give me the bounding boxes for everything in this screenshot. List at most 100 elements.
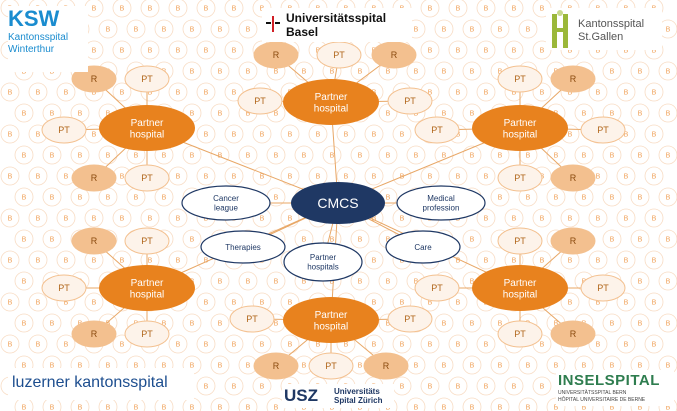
svg-text:B: B [638, 68, 643, 75]
b-node-448: B [448, 376, 468, 396]
svg-text:PT: PT [246, 314, 258, 324]
svg-text:B: B [190, 404, 195, 411]
svg-text:B: B [666, 404, 671, 411]
b-node-96: B [0, 82, 20, 102]
b-node-270: B [182, 229, 202, 249]
b-node-179: B [322, 145, 342, 165]
svg-text:B: B [512, 257, 517, 264]
svg-text:B: B [162, 404, 167, 411]
svg-text:B: B [260, 215, 265, 222]
svg-text:B: B [274, 152, 279, 159]
svg-text:R: R [570, 173, 577, 183]
b-node-257: B [476, 208, 496, 228]
b-node-447: B [420, 376, 440, 396]
b-node-339: B [84, 292, 104, 312]
svg-text:B: B [400, 257, 405, 264]
b-node-206: B [392, 166, 412, 186]
b-node-65: B [476, 40, 496, 60]
svg-text:B: B [540, 257, 545, 264]
b-node-118: B [616, 82, 636, 102]
svg-text:B: B [288, 341, 293, 348]
svg-text:B: B [162, 152, 167, 159]
svg-text:B: B [120, 215, 125, 222]
svg-text:B: B [106, 362, 111, 369]
svg-text:B: B [372, 173, 377, 180]
svg-text:B: B [316, 341, 321, 348]
svg-text:B: B [372, 215, 377, 222]
svg-text:PT: PT [141, 236, 153, 246]
svg-text:PT: PT [254, 96, 266, 106]
b-node-54: B [168, 40, 188, 60]
basel-mark-icon [266, 16, 280, 32]
insel-abbr: INSELSPITAL [558, 372, 660, 389]
svg-text:B: B [498, 320, 503, 327]
svg-text:B: B [134, 152, 139, 159]
usz-line2: Spital Zürich [334, 396, 383, 405]
svg-text:B: B [498, 404, 503, 411]
b-node-388: B [112, 334, 132, 354]
svg-text:B: B [582, 362, 587, 369]
b-node-136: B [462, 103, 482, 123]
pt-node-left-bottom-4: PT [124, 320, 170, 348]
svg-text:B: B [624, 341, 629, 348]
svg-text:B: B [512, 5, 517, 12]
b-node-382: B [630, 313, 650, 333]
svg-text:B: B [652, 341, 657, 348]
svg-text:B: B [540, 47, 545, 54]
svg-text:B: B [624, 173, 629, 180]
svg-text:B: B [274, 194, 279, 201]
svg-text:B: B [386, 320, 391, 327]
b-node-183: B [434, 145, 454, 165]
svg-text:B: B [442, 68, 447, 75]
svg-text:B: B [92, 257, 97, 264]
svg-text:B: B [204, 89, 209, 96]
b-node-386: B [56, 334, 76, 354]
svg-text:B: B [204, 299, 209, 306]
svg-text:B: B [64, 89, 69, 96]
svg-text:B: B [484, 173, 489, 180]
svg-text:B: B [204, 5, 209, 12]
b-node-446: B [392, 376, 412, 396]
b-node-175: B [210, 145, 230, 165]
svg-text:B: B [302, 68, 307, 75]
stgallen-logo: Kantonsspital St.Gallen [546, 8, 662, 50]
svg-text:B: B [218, 362, 223, 369]
b-node-202: B [280, 166, 300, 186]
svg-text:B: B [554, 320, 559, 327]
svg-text:B: B [666, 26, 671, 33]
pt-node-top-3: PT [237, 87, 283, 115]
b-node-243: B [84, 208, 104, 228]
b-node-82: B [294, 61, 314, 81]
svg-text:B: B [36, 299, 41, 306]
stgallen-mark-icon [550, 10, 572, 48]
svg-text:B: B [596, 173, 601, 180]
svg-text:B: B [92, 215, 97, 222]
svg-text:B: B [316, 131, 321, 138]
svg-text:B: B [554, 404, 559, 411]
luzern-text: luzerner kantonsspital [12, 374, 168, 391]
svg-text:B: B [526, 404, 531, 411]
b-node-415: B [210, 355, 230, 375]
svg-text:B: B [498, 68, 503, 75]
b-node-52: B [112, 40, 132, 60]
svg-text:B: B [204, 47, 209, 54]
b-node-356: B [560, 292, 580, 312]
svg-text:B: B [428, 47, 433, 54]
svg-text:B: B [652, 131, 657, 138]
topic-therapies: Therapies [200, 230, 286, 264]
svg-text:B: B [596, 299, 601, 306]
r-node-top-2: R [371, 41, 417, 69]
svg-text:B: B [106, 110, 111, 117]
svg-text:B: B [106, 404, 111, 411]
pt-node-right-bottom-0: PT [497, 227, 543, 255]
pt-node-left-bottom-1: PT [124, 227, 170, 255]
b-node-198: B [168, 166, 188, 186]
basel-line2: Basel [286, 25, 319, 39]
svg-text:B: B [204, 173, 209, 180]
svg-text:B: B [22, 278, 27, 285]
b-node-157: B [364, 124, 384, 144]
svg-text:B: B [50, 110, 55, 117]
